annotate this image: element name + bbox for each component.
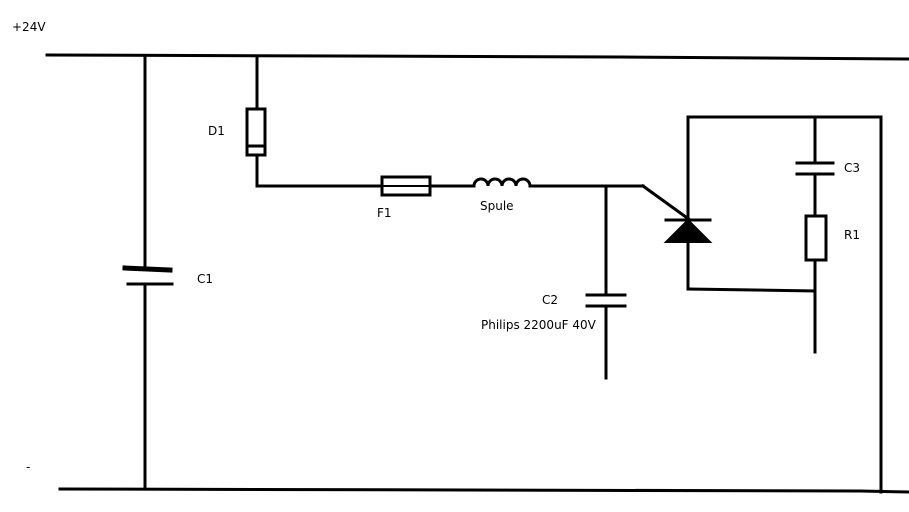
c1-plate-top: [122, 265, 173, 273]
box-bottom-wire: [686, 287, 817, 293]
negative-rail: [58, 487, 909, 494]
c2-note-label: Philips 2200uF 40V: [481, 318, 596, 332]
r1-body: [804, 214, 828, 262]
positive-supply-label: +24V: [12, 20, 46, 34]
spule-label: Spule: [480, 199, 514, 213]
c2-label: C2: [542, 293, 559, 307]
d1-label: D1: [208, 124, 225, 138]
negative-supply-label: -: [26, 460, 31, 474]
thyristor-triangle: [663, 218, 713, 243]
c3-label: C3: [844, 161, 861, 175]
spule-coil: [472, 177, 532, 188]
d1-body: [245, 107, 267, 157]
r1-label: R1: [844, 228, 860, 242]
f1-label: F1: [377, 206, 392, 220]
gate-wire: [640, 183, 693, 223]
c1-label: C1: [197, 272, 214, 286]
positive-rail: [45, 53, 909, 61]
